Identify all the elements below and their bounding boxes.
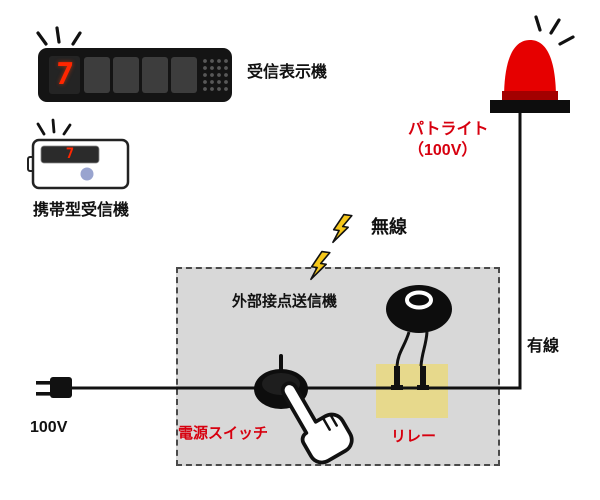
transmitter-device xyxy=(386,285,452,333)
portable-receiver-device xyxy=(27,138,130,190)
sound-marks-portable xyxy=(36,118,72,136)
digit-windows-unlit xyxy=(84,57,197,93)
transmitter-lead-right xyxy=(419,331,429,367)
transmitter-ring xyxy=(405,290,433,310)
voltage-label: 100V xyxy=(30,419,68,436)
speaker-dots xyxy=(203,59,228,91)
relay-contacts xyxy=(391,366,429,390)
transmitter-label: 外部接点送信機 xyxy=(232,293,338,310)
wired-label: 有線 xyxy=(527,338,560,355)
sound-marks-patlite xyxy=(534,15,575,46)
patlite-label: パトライト xyxy=(408,121,489,138)
relay-box xyxy=(376,364,448,418)
receiver-digit: 7 xyxy=(54,57,75,92)
portable-display-window xyxy=(40,145,100,164)
transmitter-lead-left xyxy=(395,331,411,367)
lightning-bolt-icon xyxy=(332,213,353,244)
portable-receiver-label: 携帯型受信機 xyxy=(33,202,130,219)
sound-marks-receiver xyxy=(36,26,82,46)
portable-button xyxy=(80,167,94,181)
relay-label: リレー xyxy=(391,428,437,445)
hand-pointer-icon xyxy=(280,381,354,465)
digit-window-lit xyxy=(49,56,80,94)
power-plug-icon xyxy=(36,377,72,398)
lightning-bolt-icon xyxy=(310,250,331,281)
wireless-label: 無線 xyxy=(371,217,407,237)
power-wire xyxy=(71,113,522,390)
beacon-dome xyxy=(504,40,556,99)
portable-digit: 7 xyxy=(65,146,75,162)
patlite-voltage-label: （100V） xyxy=(408,142,478,159)
receiver-display-device xyxy=(38,48,232,102)
power-switch-label: 電源スイッチ xyxy=(178,425,269,442)
beacon-band xyxy=(502,91,558,100)
patlite-beacon xyxy=(490,40,570,113)
receiver-display-label: 受信表示機 xyxy=(247,64,328,81)
beacon-base xyxy=(490,100,570,113)
